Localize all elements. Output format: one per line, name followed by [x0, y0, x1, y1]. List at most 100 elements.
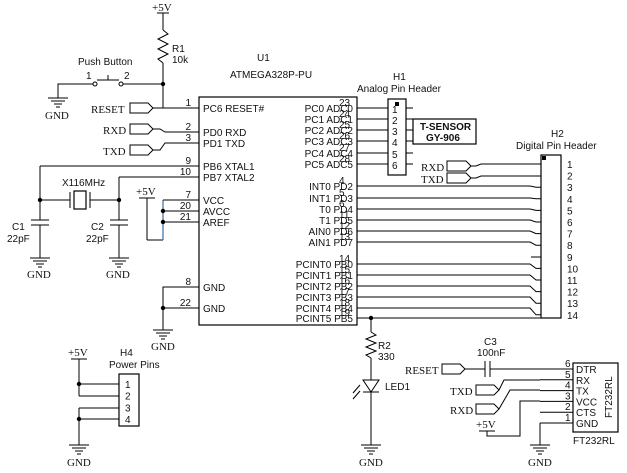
r1-reset-network: +5V R1 10k Push Button 1 2 GND — [45, 2, 199, 122]
u1-pin-number: 2 — [185, 122, 191, 133]
u1-pin-number: 26 — [339, 131, 351, 142]
u1-pin-name: AIN1 PD7 — [309, 238, 354, 249]
h4-pin-number: 4 — [125, 415, 131, 426]
ft232rl-pin-number: 5 — [565, 370, 571, 381]
h2-digital-header: H2 Digital Pin Header 123456789101112131… — [421, 129, 597, 322]
digital-wire — [357, 241, 541, 246]
net-flag-rxd-label: RXD — [103, 125, 126, 137]
u1-pin-number: 4 — [339, 176, 345, 187]
u1-pin-number: 18 — [339, 298, 351, 309]
net-flag-txd-label: TXD — [103, 146, 126, 158]
u1-pin-number: 19 — [339, 308, 351, 319]
push-button-pin2: 2 — [124, 71, 130, 82]
c2-ref: C2 — [91, 222, 104, 233]
u1-pin-number: 24 — [339, 109, 351, 120]
h2-pin-number: 6 — [567, 218, 573, 229]
digital-wire — [357, 296, 541, 304]
h4-body — [118, 373, 140, 427]
u1-pin-name: PCINT0 PB0 — [296, 260, 354, 271]
h2-pin-number: 3 — [567, 183, 573, 194]
c2-value: 22pF — [86, 234, 109, 245]
u1-pin-number: 27 — [339, 143, 351, 154]
h1-label: Analog Pin Header — [357, 84, 442, 95]
net-flag-txd-label: TXD — [421, 174, 444, 186]
gnd-label: GND — [528, 457, 552, 469]
digital-wire — [357, 307, 541, 316]
u1-pin-name: PB6 XTAL1 — [203, 162, 255, 173]
net-flag-txd — [446, 172, 472, 184]
crystal-label: X116MHz — [62, 178, 105, 189]
u1-pin-name: GND — [203, 304, 225, 315]
u1-pin-name: PC5 ADC5 — [305, 160, 354, 171]
h2-pin-number: 12 — [567, 288, 579, 299]
u1-pin-number: 23 — [339, 98, 351, 109]
u1-pin-name: PC2 ADC2 — [305, 126, 354, 137]
net-flag-rxd-label: RXD — [450, 405, 473, 417]
h1-body — [387, 98, 407, 176]
digital-wire — [357, 219, 541, 223]
h2-pin-number: 13 — [567, 299, 579, 310]
net-flag-reset — [441, 363, 466, 375]
u1-pin-name: PC4 ADC4 — [305, 149, 354, 160]
u1-pin-name: AIN0 PD6 — [309, 227, 354, 238]
push-button-pin1: 1 — [86, 71, 92, 82]
net-flag-reset-label: RESET — [91, 104, 125, 116]
push-button-wire-left — [57, 83, 93, 98]
digital-wire — [357, 285, 541, 293]
net-flag-reset — [129, 102, 154, 114]
r1-ref: R1 — [172, 44, 185, 55]
push-button-contact-1 — [92, 81, 98, 87]
u1-pin-number: 3 — [185, 133, 191, 144]
net-flag-txd-label: TXD — [450, 386, 473, 398]
gnd-label: GND — [45, 110, 69, 122]
c3-ref: C3 — [484, 337, 497, 348]
ft232rl-pin-name: RX — [576, 376, 590, 387]
digital-wire — [357, 185, 541, 188]
h1-pin-number: 2 — [392, 116, 398, 127]
h2-pin-number: 5 — [567, 206, 573, 217]
gnd-label: GND — [67, 457, 91, 469]
h2-pin-number: 7 — [567, 230, 573, 241]
h2-pin-number: 1 — [567, 160, 573, 171]
u1-pin-number: 7 — [185, 190, 191, 201]
r1-value: 10k — [172, 55, 189, 66]
ft232rl-ref: FT232RL — [573, 436, 615, 447]
h2-pin-number: 8 — [567, 241, 573, 252]
sensor-box — [412, 118, 477, 145]
net-flag-rxd — [446, 160, 472, 172]
h2-pin-number: 4 — [567, 195, 573, 206]
h4-pin-number: 2 — [125, 392, 131, 403]
ft232rl-pin-number: 6 — [565, 359, 571, 370]
h2-ref: H2 — [551, 129, 564, 140]
u1-pin-number: 14 — [339, 254, 351, 265]
r1-resistor — [156, 29, 170, 64]
digital-wire — [357, 208, 541, 211]
pin1-marker — [395, 102, 399, 106]
u1-pin-number: 9 — [185, 156, 191, 167]
push-button-label: Push Button — [78, 57, 132, 68]
vcc-network: +5V — [136, 186, 199, 241]
u1-pin-name: PCINT2 PB2 — [296, 282, 354, 293]
u1-pin-name: GND — [203, 283, 225, 294]
u1-pin-number: 6 — [339, 199, 345, 210]
gnd-label: GND — [359, 457, 383, 469]
h1-pin-number: 1 — [392, 105, 398, 116]
c3-value: 100nF — [477, 348, 505, 359]
u1-pin-name: PCINT1 PB1 — [296, 271, 354, 282]
led-diode — [362, 379, 380, 393]
ft232rl-pin-name: VCC — [576, 397, 597, 408]
u1-pin-number: 12 — [339, 221, 351, 232]
u1-ref: U1 — [257, 53, 270, 64]
u1-pin-number: 10 — [180, 167, 192, 178]
h1-pin-number: 5 — [392, 150, 398, 161]
sensor-line1: T-SENSOR — [420, 122, 472, 133]
ft232rl-side-label: FT232RL — [604, 376, 615, 418]
ft232rl-body — [572, 362, 619, 433]
h2-pin-number: 2 — [567, 172, 573, 183]
h2-label: Digital Pin Header — [516, 141, 597, 152]
